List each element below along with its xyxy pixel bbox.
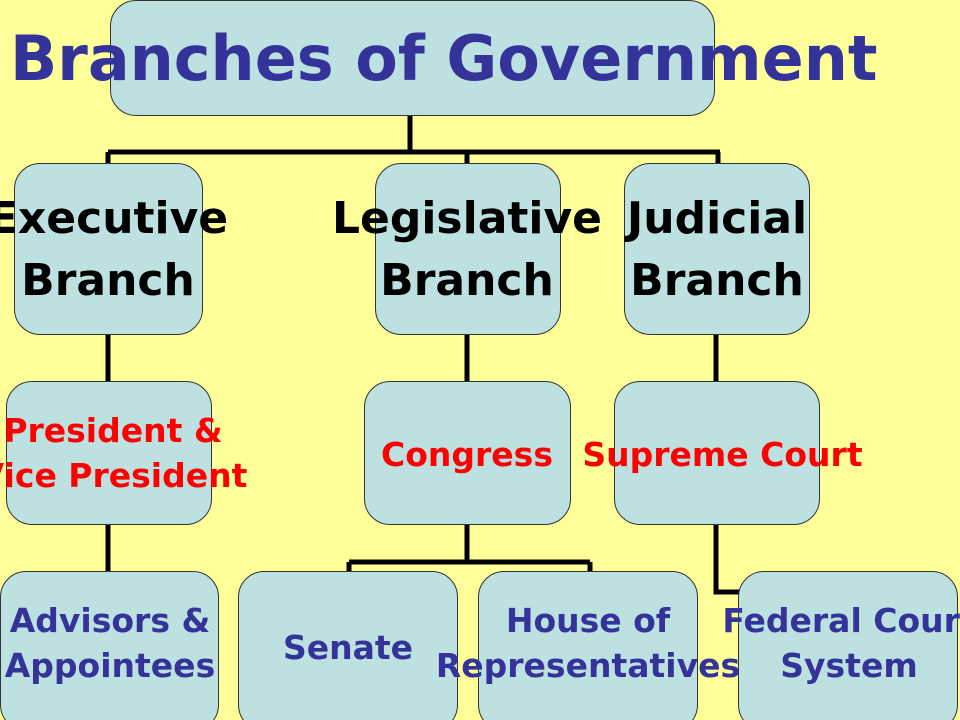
advisors-line2: Appointees — [4, 646, 216, 685]
legislative-branch-line1: Legislative — [331, 193, 603, 244]
executive-branch-line2: Branch — [21, 255, 195, 306]
page-title: Branches of Government — [10, 22, 878, 95]
advisors-label: Advisors & Appointees — [0, 598, 270, 688]
house-line2: Representatives — [435, 646, 741, 685]
judicial-branch-label: Judicial Branch — [592, 188, 842, 312]
house-label: House of Representatives — [403, 598, 773, 688]
president-label: President & Vice President — [0, 408, 288, 498]
senate-label: Senate — [238, 625, 458, 670]
federal-courts-label: Federal Court System — [694, 598, 960, 688]
senate-box — [238, 571, 458, 720]
president-line1: President & — [3, 411, 223, 450]
legislative-branch-box — [375, 163, 561, 335]
federal-courts-line1: Federal Court — [722, 601, 960, 640]
judicial-branch-line2: Branch — [630, 255, 804, 306]
executive-branch-label: Executive Branch — [0, 188, 238, 312]
supreme-court-box — [614, 381, 820, 525]
judicial-branch-box — [624, 163, 810, 335]
president-line2: Vice President — [0, 456, 248, 495]
congress-label: Congress — [342, 432, 592, 477]
congress-line1: Congress — [381, 435, 553, 474]
advisors-box — [0, 571, 219, 720]
house-line1: House of — [505, 601, 671, 640]
supreme-court-label: Supreme Court — [560, 432, 885, 477]
senate-line1: Senate — [282, 628, 414, 667]
supreme-court-line1: Supreme Court — [582, 435, 863, 474]
house-box — [478, 571, 698, 720]
executive-branch-box — [14, 163, 203, 335]
federal-courts-line2: System — [780, 646, 918, 685]
executive-branch-line1: Executive — [0, 193, 229, 244]
congress-box — [364, 381, 571, 525]
title-box — [110, 0, 715, 116]
president-box — [6, 381, 212, 525]
advisors-line1: Advisors & — [9, 601, 211, 640]
judicial-branch-line1: Judicial — [626, 193, 808, 244]
federal-courts-box — [738, 571, 958, 720]
legislative-branch-label: Legislative Branch — [318, 188, 616, 312]
legislative-branch-line2: Branch — [380, 255, 554, 306]
